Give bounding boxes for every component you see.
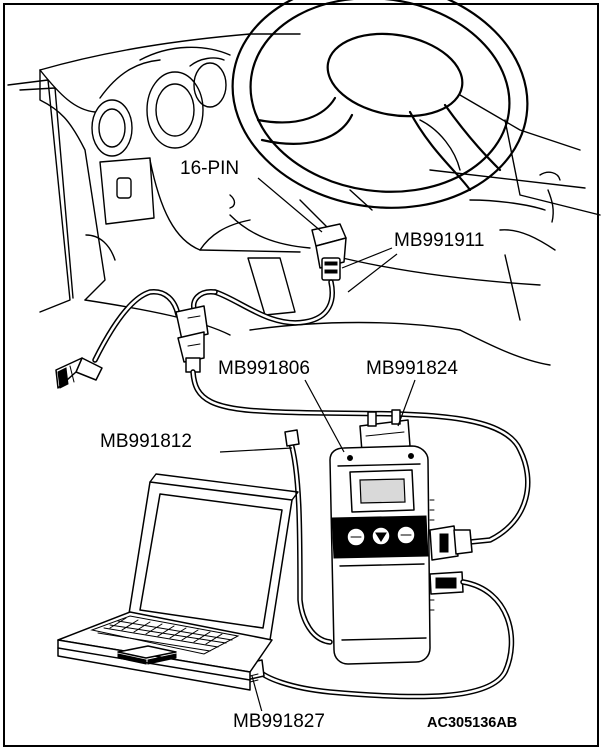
leader-lines [219,177,416,713]
steering-wheel [231,0,529,231]
label-mb991812: MB991812 [99,431,193,452]
figure-code: AC305136AB [427,715,518,731]
dashboard [7,33,601,366]
label-16-pin: 16-PIN [179,158,241,179]
label-mb991827: MB991827 [232,711,326,732]
16-pin-connector [311,223,347,281]
mb991812-cable [284,429,333,645]
label-mb991911: MB991911 [393,230,486,251]
spare-connector-plug [55,357,103,389]
laptop [57,473,299,691]
y-splitter [175,305,209,373]
vci-cable [190,369,531,545]
vci-unit [329,409,473,665]
label-mb991824: MB991824 [365,358,459,379]
label-mb991806: MB991806 [217,358,311,379]
main-harness-cable [92,279,335,363]
